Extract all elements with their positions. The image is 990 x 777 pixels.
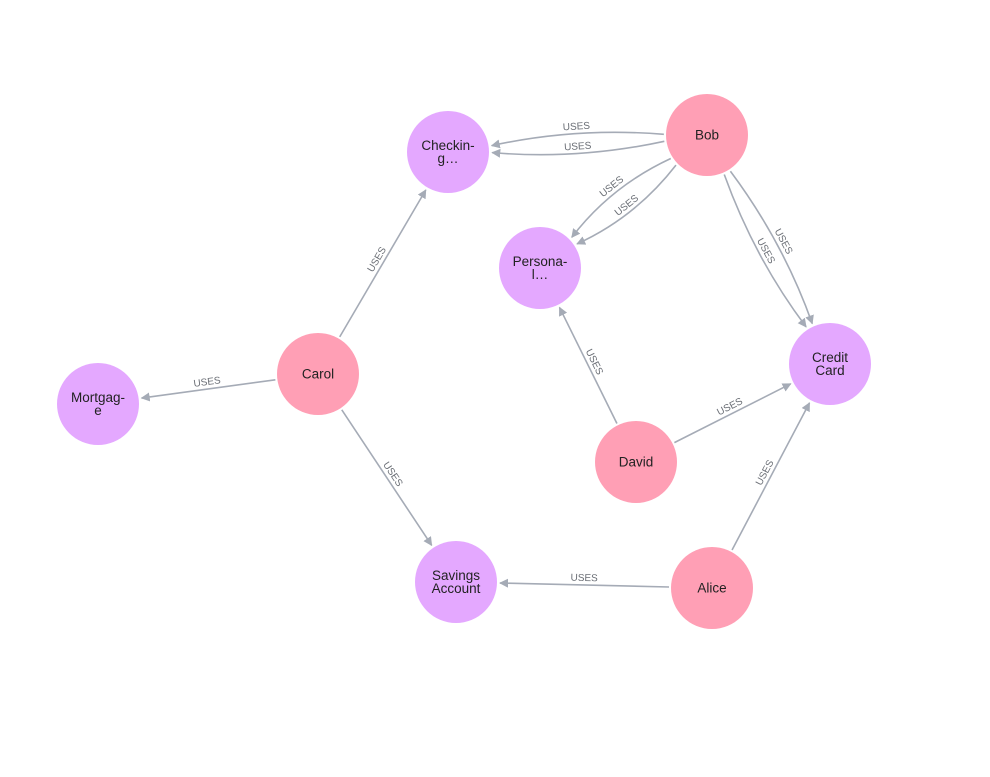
edge-line[interactable] bbox=[731, 402, 811, 551]
node-bob[interactable]: Bob bbox=[666, 94, 748, 176]
edge-label: USES bbox=[562, 121, 590, 134]
edge-line[interactable] bbox=[558, 306, 618, 424]
node-circle-alice[interactable] bbox=[671, 547, 753, 629]
edge-carol-mortgage[interactable]: USES bbox=[140, 375, 276, 402]
edge-alice-credit[interactable]: USES bbox=[731, 402, 811, 551]
edge-david-personal[interactable]: USES bbox=[558, 306, 618, 424]
edge-bob-personal[interactable]: USES bbox=[571, 157, 672, 239]
edge-line[interactable] bbox=[571, 157, 672, 239]
edge-line[interactable] bbox=[339, 189, 427, 338]
edge-line[interactable] bbox=[341, 409, 433, 547]
edge-line[interactable] bbox=[499, 578, 670, 588]
node-circle-savings[interactable] bbox=[415, 541, 497, 623]
node-carol[interactable]: Carol bbox=[277, 333, 359, 415]
edge-bob-personal[interactable]: USES bbox=[576, 164, 677, 245]
edge-bob-checking[interactable]: USES bbox=[490, 121, 664, 149]
node-circle-personal[interactable] bbox=[499, 227, 581, 309]
node-circle-bob[interactable] bbox=[666, 94, 748, 176]
node-personal[interactable]: Persona-l… bbox=[499, 227, 581, 309]
edge-carol-savings[interactable]: USES bbox=[341, 409, 433, 547]
edge-line[interactable] bbox=[723, 174, 807, 328]
edge-bob-credit[interactable]: USES bbox=[729, 170, 814, 325]
node-circle-credit[interactable] bbox=[789, 323, 871, 405]
edge-line[interactable] bbox=[140, 379, 276, 402]
edge-label: USES bbox=[193, 375, 222, 390]
edge-david-credit[interactable]: USES bbox=[674, 383, 792, 444]
edge-line[interactable] bbox=[729, 170, 814, 325]
node-circle-carol[interactable] bbox=[277, 333, 359, 415]
edge-label: USES bbox=[570, 573, 598, 585]
edge-alice-savings[interactable]: USES bbox=[499, 573, 670, 588]
node-alice[interactable]: Alice bbox=[671, 547, 753, 629]
edge-line[interactable] bbox=[490, 131, 664, 149]
edge-label: USES bbox=[564, 141, 592, 154]
node-circle-mortgage[interactable] bbox=[57, 363, 139, 445]
edge-carol-checking[interactable]: USES bbox=[339, 189, 427, 338]
node-circle-david[interactable] bbox=[595, 421, 677, 503]
node-david[interactable]: David bbox=[595, 421, 677, 503]
edge-line[interactable] bbox=[491, 140, 665, 158]
edge-line[interactable] bbox=[674, 383, 792, 444]
edge-bob-checking[interactable]: USES bbox=[491, 140, 665, 158]
node-mortgage[interactable]: Mortgag-e bbox=[57, 363, 139, 445]
edges-layer: USESUSESUSESUSESUSESUSESUSESUSESUSESUSES… bbox=[140, 121, 814, 588]
node-checking[interactable]: Checkin-g… bbox=[407, 111, 489, 193]
node-circle-checking[interactable] bbox=[407, 111, 489, 193]
edge-line[interactable] bbox=[576, 164, 677, 245]
